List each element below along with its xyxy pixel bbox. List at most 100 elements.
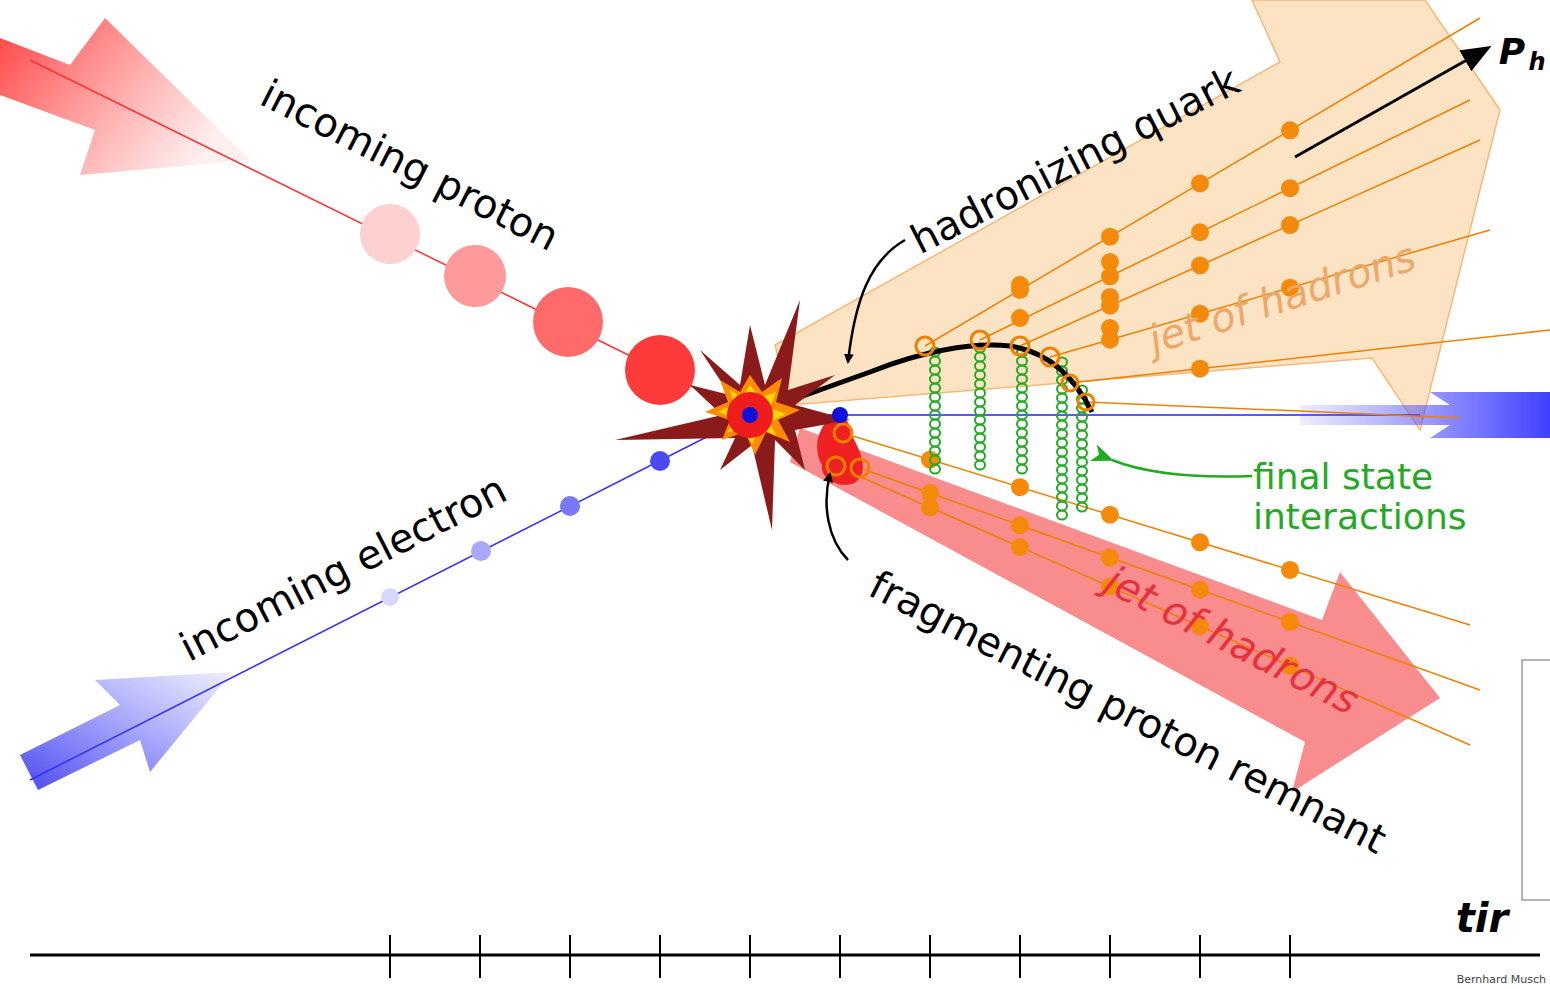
hadron <box>1191 174 1209 192</box>
vertex <box>727 392 773 438</box>
process-label: incoming electron <box>173 467 514 670</box>
momentum-arrow <box>1295 48 1488 157</box>
remnant-charges <box>827 424 869 477</box>
hadron <box>1281 561 1299 579</box>
gluon-coil <box>1077 440 1087 449</box>
gluon-coil <box>930 438 940 447</box>
hadron <box>1191 360 1209 378</box>
gluon-coil <box>1017 411 1027 420</box>
gluon-coil <box>930 429 940 438</box>
hadron <box>1011 538 1029 556</box>
gluon-coil <box>1077 413 1087 422</box>
axis-tick <box>1199 935 1201 978</box>
inset-frame <box>1522 660 1550 900</box>
hadron <box>1191 533 1209 551</box>
credit-note: Bernhard Musch <box>1457 974 1546 986</box>
axis-tick <box>929 935 931 978</box>
gluon-coil <box>975 425 985 434</box>
gluon-coil <box>975 353 985 362</box>
electron <box>560 496 580 516</box>
hadron <box>921 484 939 502</box>
gluon-coil <box>1017 420 1027 429</box>
gluon-coil <box>1017 429 1027 438</box>
gluon-coil <box>930 393 940 402</box>
proton <box>533 287 603 357</box>
callout-label: final state interactions <box>1253 457 1503 536</box>
color-charges <box>916 331 1094 410</box>
gluon-coil <box>1077 476 1087 485</box>
proton <box>625 335 695 405</box>
leader-line <box>848 240 905 362</box>
hadron <box>1101 228 1119 246</box>
gluon-coil <box>1017 375 1027 384</box>
gluon-coil <box>1017 402 1027 411</box>
vertex-burst <box>705 375 800 455</box>
proton <box>360 204 420 264</box>
gluon-coil <box>1057 421 1067 430</box>
gluon-coil <box>1077 458 1087 467</box>
hadron-track <box>1070 330 1550 383</box>
gluon-coil <box>975 407 985 416</box>
gluon-coil <box>930 366 940 375</box>
proton-beam-arrow <box>0 18 250 175</box>
gluon-coil <box>975 389 985 398</box>
electron <box>650 451 670 471</box>
gluon-coil <box>1057 457 1067 466</box>
gluon-coil <box>1057 511 1067 520</box>
gluon-coil <box>930 411 940 420</box>
gluon-coil <box>975 398 985 407</box>
gluon-coil <box>930 447 940 456</box>
hadron <box>1281 121 1299 139</box>
gluon-coil <box>975 362 985 371</box>
axis-tick <box>659 935 661 978</box>
gluon-coil <box>1017 447 1027 456</box>
hadron <box>1191 223 1209 241</box>
gluon-coil <box>1057 502 1067 511</box>
hadron <box>1191 256 1209 274</box>
gluon-coil <box>975 461 985 470</box>
vertex-burst <box>615 300 850 530</box>
hadron <box>1011 276 1029 294</box>
gluon-coil <box>975 416 985 425</box>
gluon-coil <box>930 402 940 411</box>
gluon-coil <box>930 456 940 465</box>
hadron <box>1101 288 1119 306</box>
gluon-coil <box>1017 465 1027 474</box>
hadron-track <box>1086 402 1460 418</box>
electron-line <box>30 415 750 780</box>
hadron <box>1011 516 1029 534</box>
momentum-subscript: h <box>1528 49 1545 75</box>
gluon-coil <box>975 434 985 443</box>
leader-line <box>1112 460 1252 477</box>
time-axis <box>30 954 1540 957</box>
electron <box>471 541 491 561</box>
gluon-coil <box>975 380 985 389</box>
gluon-coil <box>1077 422 1087 431</box>
gluon-coil <box>1017 357 1027 366</box>
proton-line <box>30 60 750 415</box>
gluon-coil <box>1017 456 1027 465</box>
gluon-coil <box>930 375 940 384</box>
hadron <box>1101 253 1119 271</box>
hadron <box>1281 613 1299 631</box>
gluon-coil <box>1057 484 1067 493</box>
gluon-coil <box>1017 393 1027 402</box>
gluon-coil <box>1057 394 1067 403</box>
axis-tick <box>389 935 391 978</box>
gluon-coil <box>1057 412 1067 421</box>
axis-tick <box>569 935 571 978</box>
gluon-coil <box>1057 403 1067 412</box>
axis-ticks <box>390 935 1290 978</box>
axis-tick <box>749 935 751 978</box>
gluon-coil <box>1057 466 1067 475</box>
gluon-coil <box>1017 366 1027 375</box>
hadron <box>1011 309 1029 327</box>
gluon-coil <box>1077 431 1087 440</box>
leader-line <box>827 474 848 560</box>
gluon-coil <box>1017 384 1027 393</box>
gluon-coil <box>1077 467 1087 476</box>
proton <box>444 245 506 307</box>
axis-tick <box>839 935 841 978</box>
gluon-coil <box>1017 438 1027 447</box>
hadron <box>1281 216 1299 234</box>
